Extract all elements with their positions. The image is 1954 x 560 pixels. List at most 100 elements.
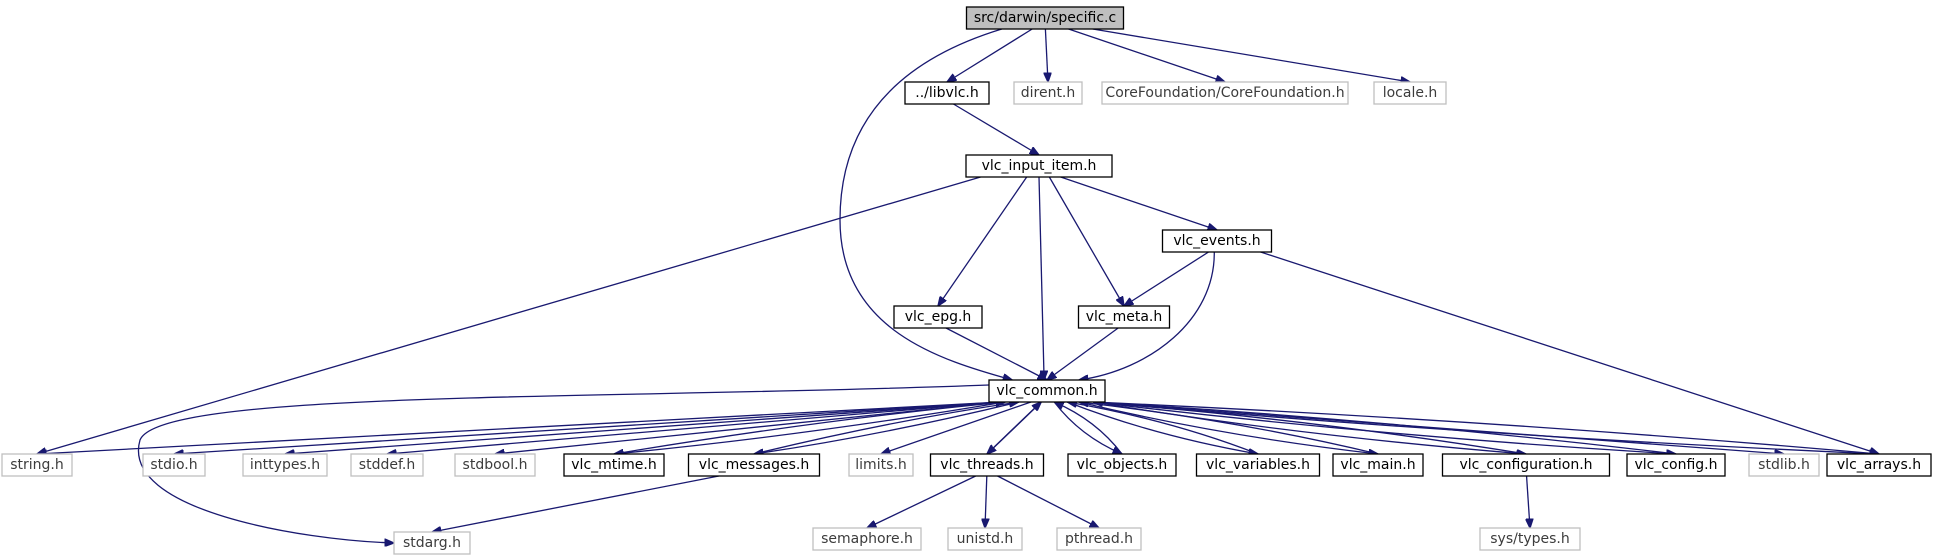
node-specific-c[interactable]: src/darwin/specific.c (965, 6, 1125, 30)
edge-vlc-messages-h-to-vlc-common-h (753, 402, 1019, 455)
node-vlc-input-item-h[interactable]: vlc_input_item.h (965, 154, 1113, 178)
node-inttypes-h: inttypes.h (242, 453, 328, 477)
edge-line (174, 401, 1001, 454)
edge-line (1079, 402, 1379, 455)
edge-vlc-common-h-to-vlc-messages-h (754, 401, 1019, 454)
node-label: vlc_epg.h (905, 309, 972, 325)
edge-line (1093, 401, 1879, 454)
edge-vlc-main-h-to-vlc-common-h (1079, 402, 1379, 455)
node-label: stdlib.h (1758, 457, 1810, 473)
node-label: vlc_common.h (996, 383, 1097, 399)
node-box (1067, 453, 1177, 477)
node-box (893, 305, 983, 329)
node-vlc-mtime-h[interactable]: vlc_mtime.h (563, 453, 665, 477)
edge-vlc-common-h-to-string-h (37, 401, 1001, 454)
edge-line (1047, 327, 1119, 380)
node-box (1195, 453, 1321, 477)
node-label: vlc_input_item.h (982, 158, 1097, 174)
edge-vlc-common-h-to-stdio-h (174, 401, 1001, 454)
node-label: stdarg.h (403, 535, 461, 551)
node-stdlib-h: stdlib.h (1748, 453, 1820, 477)
edge-line (1527, 475, 1530, 528)
node-box (454, 453, 536, 477)
edge-line (945, 327, 1047, 380)
edge-line (1093, 402, 1880, 455)
node-vlc-arrays-h[interactable]: vlc_arrays.h (1826, 453, 1932, 477)
edge-line (1067, 402, 1259, 455)
node-box (965, 154, 1113, 178)
node-stdarg-h: stdarg.h (393, 531, 471, 555)
edge-line (839, 28, 1012, 380)
node-vlc-events-h[interactable]: vlc_events.h (1161, 229, 1273, 253)
edge-vlc-input-item-h-to-vlc-epg-h (938, 176, 1028, 306)
node-box (848, 453, 914, 477)
edge-line (37, 401, 1001, 454)
edge-specific-c-to-locale-h (1092, 28, 1410, 82)
edge-line (867, 475, 976, 528)
node-vlc-config-h[interactable]: vlc_config.h (1626, 453, 1726, 477)
edges-layer (37, 28, 1880, 543)
node-stdio-h: stdio.h (142, 453, 206, 477)
edge-line (1079, 251, 1215, 380)
node-pthread-h: pthread.h (1056, 527, 1142, 551)
node-dirent-h: dirent.h (1013, 81, 1083, 105)
edge-vlc-common-h-to-stdlib-h (1093, 401, 1784, 454)
edge-line (1054, 402, 1123, 455)
edge-vlc-epg-h-to-vlc-common-h (945, 327, 1047, 380)
edge-line (997, 475, 1099, 528)
node-locale-h: locale.h (1373, 81, 1447, 105)
node-label: vlc_configuration.h (1459, 457, 1592, 473)
edge-vlc-input-item-h-to-vlc-meta-h (1048, 176, 1124, 306)
node-vlc-common-h[interactable]: vlc_common.h (988, 379, 1106, 403)
node-vlc-main-h[interactable]: vlc_main.h (1332, 453, 1424, 477)
node-box (1826, 453, 1932, 477)
node-box (965, 6, 1125, 30)
node-vlc-objects-h[interactable]: vlc_objects.h (1067, 453, 1177, 477)
edge-line (432, 475, 719, 532)
node-label: vlc_messages.h (699, 457, 809, 473)
node-box (988, 379, 1106, 403)
edge-line (1048, 176, 1124, 306)
edge-vlc-input-item-h-to-vlc-events-h (1060, 176, 1217, 230)
node-label: ../libvlc.h (915, 85, 978, 101)
node-box (142, 453, 206, 477)
edge-vlc-common-h-to-vlc-config-h (1093, 401, 1676, 454)
edge-line (1093, 401, 1526, 454)
edge-line (947, 28, 1033, 82)
node-vlc-meta-h[interactable]: vlc_meta.h (1077, 305, 1171, 329)
node-label: CoreFoundation/CoreFoundation.h (1105, 85, 1344, 101)
edge-vlc-messages-h-to-stdarg-h (432, 475, 719, 532)
node-vlc-threads-h[interactable]: vlc_threads.h (929, 453, 1045, 477)
node-vlc-messages-h[interactable]: vlc_messages.h (687, 453, 821, 477)
edge-vlc-meta-h-to-vlc-common-h (1047, 327, 1119, 380)
node-sys-types-h: sys/types.h (1479, 527, 1581, 551)
node-label: vlc_arrays.h (1837, 457, 1921, 473)
node-vlc-configuration-h[interactable]: vlc_configuration.h (1441, 453, 1611, 477)
edge-vlc-arrays-h-to-vlc-common-h (1093, 402, 1880, 455)
node-box (1056, 527, 1142, 551)
node-label: stdio.h (150, 457, 197, 473)
node-label: semaphore.h (821, 531, 913, 547)
node-label: sys/types.h (1490, 531, 1569, 547)
node-label: vlc_threads.h (940, 457, 1033, 473)
node-libvlc-h[interactable]: ../libvlc.h (904, 81, 990, 105)
edge-line (1092, 28, 1410, 82)
node-vlc-variables-h[interactable]: vlc_variables.h (1195, 453, 1321, 477)
node-stddef-h: stddef.h (350, 453, 424, 477)
edge-line (1093, 401, 1784, 454)
edge-vlc-common-h-to-vlc-arrays-h (1093, 401, 1879, 454)
node-box (812, 527, 922, 551)
edge-vlc-threads-h-to-vlc-common-h (986, 402, 1041, 455)
node-box (1626, 453, 1726, 477)
edge-vlc-common-h-to-vlc-configuration-h (1093, 401, 1526, 454)
edge-vlc-variables-h-to-vlc-common-h (1067, 402, 1259, 455)
edge-line (387, 401, 1001, 454)
edge-vlc-input-item-h-to-vlc-common-h (1038, 176, 1044, 380)
edge-vlc-threads-h-to-unistd-h (985, 475, 987, 528)
edge-line (137, 384, 990, 543)
node-vlc-epg-h[interactable]: vlc_epg.h (893, 305, 983, 329)
edge-vlc-events-h-to-vlc-common-h (1079, 251, 1215, 380)
edge-line (1045, 28, 1048, 82)
node-box (947, 527, 1023, 551)
node-box (687, 453, 821, 477)
